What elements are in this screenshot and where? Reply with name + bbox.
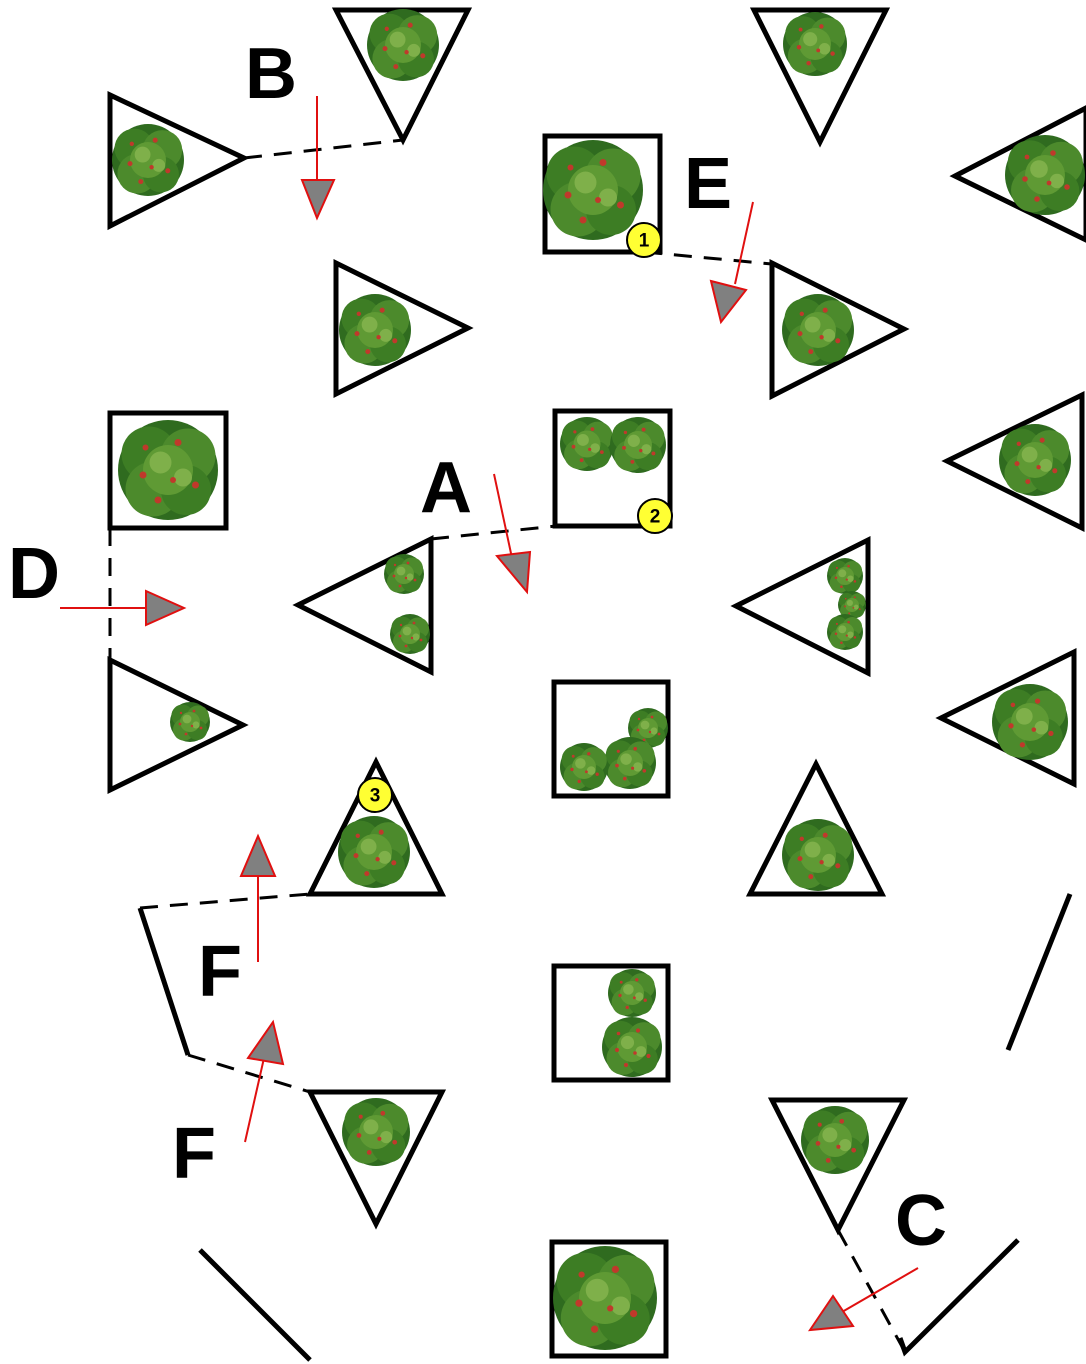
shrub-icon <box>543 140 643 240</box>
shrub-icon <box>782 294 854 366</box>
marker-3: 3 <box>357 777 393 813</box>
marker-3-label: 3 <box>370 786 381 807</box>
opening-c <box>836 1229 907 1353</box>
arrow-icon-f-upper <box>239 833 277 962</box>
shrub-icon <box>608 969 656 1017</box>
shrub-icon <box>560 417 614 471</box>
arrow-icon-b <box>300 96 336 221</box>
shrub-icon <box>553 1246 657 1350</box>
opening-e <box>643 250 773 266</box>
shrub-icon <box>390 614 430 654</box>
shrub-icon <box>827 614 863 650</box>
shrub-icon <box>112 124 184 196</box>
marker-2-label: 2 <box>650 507 661 528</box>
label-d: D <box>8 534 60 614</box>
label-c: C <box>895 1181 947 1261</box>
shrub-icon <box>610 417 666 473</box>
wall-segment <box>137 907 191 1056</box>
arrow-icon-d <box>60 589 187 627</box>
opening-f-lower <box>187 1053 311 1094</box>
label-e: E <box>684 144 732 224</box>
label-a: A <box>420 448 472 528</box>
wall-segment <box>897 1238 1020 1357</box>
shrub-icon <box>602 1017 662 1077</box>
shrub-icon <box>999 424 1071 496</box>
shrub-icon <box>992 684 1068 760</box>
shrub-icon <box>339 294 411 366</box>
label-f-upper: F <box>198 932 242 1012</box>
arrow-icon-f-lower <box>244 1019 285 1143</box>
shrub-icon <box>384 554 424 594</box>
opening-b <box>243 138 404 160</box>
shrub-icon <box>560 743 608 791</box>
shrub-icon <box>801 1106 869 1174</box>
marker-1-label: 1 <box>639 231 650 252</box>
shrub-icon <box>338 816 410 888</box>
arrow-icon-e <box>709 201 754 325</box>
shrub-icon <box>342 1098 410 1166</box>
shrub-icon <box>604 737 656 789</box>
marker-1: 1 <box>626 222 662 258</box>
shrub-icon <box>782 819 854 891</box>
opening-f-upper <box>139 892 311 910</box>
shrub-icon <box>118 420 218 520</box>
shrub-icon <box>783 12 847 76</box>
shrub-icon <box>1005 135 1085 215</box>
label-b: B <box>245 34 297 114</box>
wall-segment <box>198 1248 312 1362</box>
arrow-icon-a <box>493 473 532 595</box>
label-f-lower: F <box>172 1114 216 1194</box>
marker-2: 2 <box>637 498 673 534</box>
shrub-icon <box>170 702 210 742</box>
shrub-icon <box>367 9 439 81</box>
wall-segment <box>1005 893 1073 1051</box>
opening-a <box>430 524 557 541</box>
shrub-icon <box>827 558 863 594</box>
arrow-icon-c <box>807 1267 919 1332</box>
